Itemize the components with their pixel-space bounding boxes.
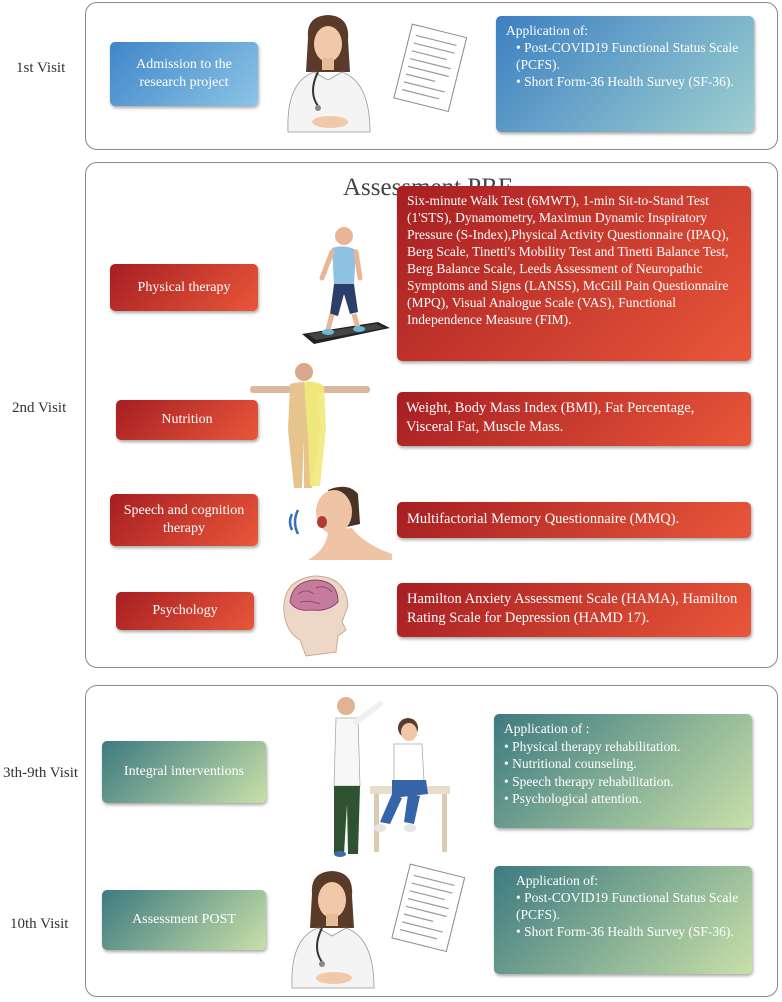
visit-10-item-pcfs: • Post-COVID19 Functional Status Scale (… — [516, 890, 739, 922]
nutrition-tests: Weight, Body Mass Index (BMI), Fat Perce… — [406, 400, 695, 435]
doctor-post-icon — [291, 871, 375, 989]
speech-tests: Multifactorial Memory Questionnaire (MMQ… — [407, 511, 680, 527]
admission-box: Admission to the research project — [110, 42, 258, 106]
speech-therapy-box: Speech and cognition therapy — [110, 494, 258, 546]
assessment-post-box: Assessment POST — [102, 890, 266, 950]
physical-therapy-label: Physical therapy — [137, 279, 231, 295]
visit-1-item-sf36: • Short Form-36 Health Survey (SF-36). — [516, 74, 734, 89]
nutrition-label: Nutrition — [161, 412, 213, 427]
visit-3-application-title: Application of : — [504, 721, 590, 736]
visit-3-application-box: Application of : • Physical therapy reha… — [494, 714, 752, 828]
nutrition-tests-box: Weight, Body Mass Index (BMI), Fat Perce… — [397, 392, 751, 446]
physical-therapy-tests: Six-minute Walk Test (6MWT), 1-min Sit-t… — [407, 193, 729, 327]
integral-interventions-box: Integral interventions — [102, 741, 266, 803]
visit-1-item-pcfs: • Post-COVID19 Functional Status Scale (… — [516, 40, 739, 72]
doctor-icon — [287, 15, 371, 133]
treadmill-walker-icon — [302, 227, 390, 344]
body-anatomy-icon — [250, 363, 370, 488]
psychology-tests-box: Hamilton Anxiety Assessment Scale (HAMA)… — [397, 583, 751, 637]
speaking-head-icon — [288, 486, 392, 560]
visit-1-application-title: Application of: — [506, 23, 589, 38]
physical-therapy-tests-box: Six-minute Walk Test (6MWT), 1-min Sit-t… — [397, 186, 751, 361]
psychology-box: Psychology — [116, 592, 254, 630]
speech-therapy-label: Speech and cognition therapy — [123, 503, 245, 536]
visit-3-9-label: 3th-9th Visit — [3, 765, 79, 781]
visit-10-label: 10th Visit — [10, 916, 69, 932]
admission-text: Admission to the research project — [136, 57, 232, 90]
assessment-post-label: Assessment POST — [132, 912, 236, 927]
visit-10-application-box: Application of: • Post-COVID19 Functiona… — [494, 866, 752, 974]
visit-10-item-sf36: • Short Form-36 Health Survey (SF-36). — [516, 924, 734, 939]
physical-therapy-box: Physical therapy — [110, 264, 258, 311]
document-post-icon — [391, 863, 466, 953]
visit-3-item-physical: • Physical therapy rehabilitation. — [504, 738, 681, 754]
psychology-tests: Hamilton Anxiety Assessment Scale (HAMA)… — [407, 591, 738, 626]
therapist-patient-icon — [333, 697, 450, 857]
integral-interventions-label: Integral interventions — [123, 764, 245, 779]
visit-3-item-psychology: • Psychological attention. — [504, 791, 642, 806]
visit-10-application-title: Application of: — [516, 873, 599, 888]
visit-3-item-nutrition: • Nutritional counseling. — [504, 756, 637, 771]
visit-1-application-box: Application of: • Post-COVID19 Functiona… — [496, 16, 754, 132]
visit-2-label: 2nd Visit — [12, 400, 67, 416]
brain-head-icon — [283, 575, 349, 657]
document-icon — [393, 23, 468, 113]
visit-3-item-speech: • Speech therapy rehabilitation. — [504, 773, 674, 789]
visit-1-label: 1st Visit — [16, 60, 66, 76]
nutrition-box: Nutrition — [116, 400, 258, 440]
speech-tests-box: Multifactorial Memory Questionnaire (MMQ… — [397, 502, 751, 538]
psychology-label: Psychology — [152, 603, 218, 618]
